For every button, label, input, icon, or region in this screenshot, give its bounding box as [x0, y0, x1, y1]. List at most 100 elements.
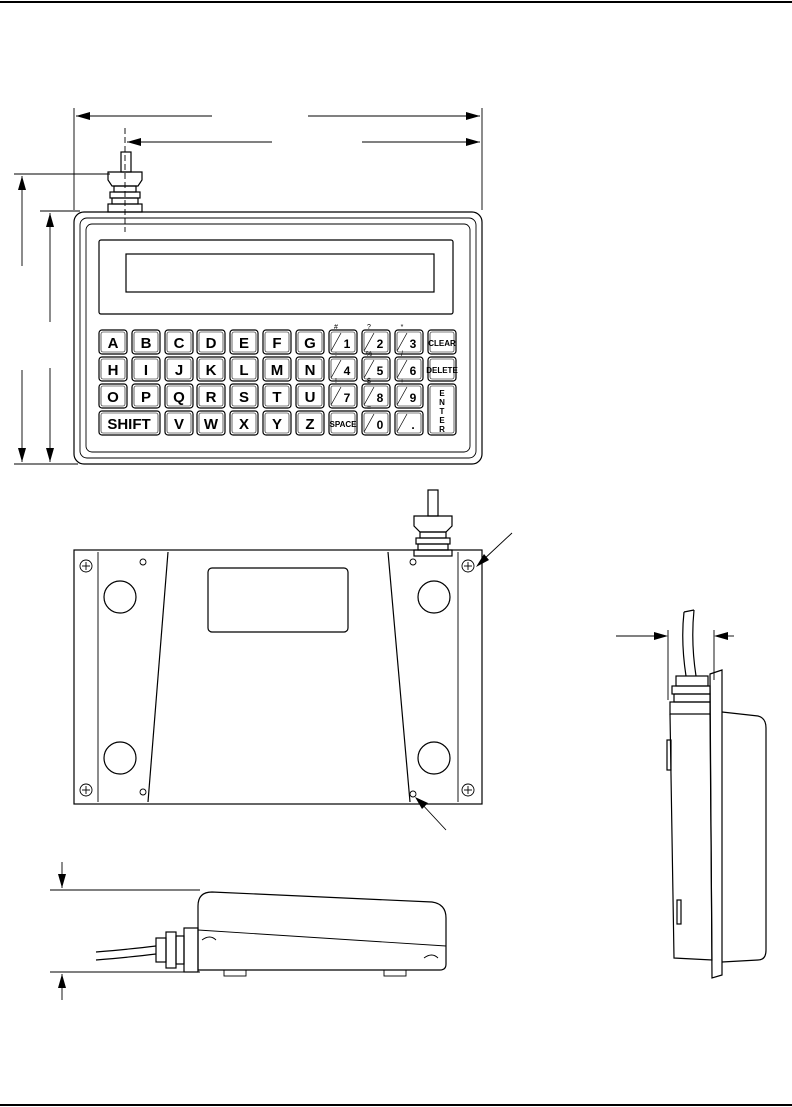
key-sym-2-2: + — [400, 378, 404, 385]
key-num-2-0[interactable] — [328, 383, 358, 409]
key-j[interactable] — [164, 356, 194, 382]
key-y[interactable] — [262, 410, 292, 436]
key-s-inner — [231, 385, 257, 407]
key-label-p: P — [141, 389, 151, 406]
key-q-inner — [166, 385, 192, 407]
key-num-3-1-inner — [363, 412, 389, 434]
key-e[interactable] — [229, 329, 259, 355]
key-num-label-2-0: 7 — [344, 391, 351, 405]
key-num-0-1[interactable] — [361, 329, 391, 355]
key-num-label-0-1: 2 — [377, 337, 384, 351]
key-label-o: O — [107, 389, 119, 406]
key-v[interactable] — [164, 410, 194, 436]
key-num-label-3-1: 0 — [377, 418, 384, 432]
key-o[interactable] — [98, 383, 128, 409]
key-j-inner — [166, 358, 192, 380]
key-num-2-1[interactable] — [361, 383, 391, 409]
key-g[interactable] — [295, 329, 325, 355]
key-label-d: D — [206, 335, 217, 352]
back-cable-gland — [413, 489, 453, 557]
key-label-space: SPACE — [330, 420, 358, 429]
key-p[interactable] — [131, 383, 161, 409]
key-label-enter-2: T — [440, 407, 445, 416]
key-h[interactable] — [98, 356, 128, 382]
key-label-v: V — [174, 416, 184, 433]
side-view — [616, 609, 767, 979]
key-n-inner — [297, 358, 323, 380]
front-bezel — [85, 223, 471, 453]
key-i-inner — [133, 358, 159, 380]
key-sym-0-0: # — [334, 324, 338, 331]
key-m[interactable] — [262, 356, 292, 382]
key-k-inner — [198, 358, 224, 380]
key-label-q: Q — [173, 389, 185, 406]
key-num-3-1[interactable] — [361, 410, 391, 436]
key-clear[interactable] — [427, 329, 457, 355]
key-label-l: L — [239, 362, 248, 379]
key-u[interactable] — [295, 383, 325, 409]
key-num-0-0[interactable] — [328, 329, 358, 355]
key-a[interactable] — [98, 329, 128, 355]
key-l[interactable] — [229, 356, 259, 382]
key-slash-3-1 — [363, 413, 375, 433]
key-sym-1-0: : — [335, 351, 337, 358]
key-label-w: W — [204, 416, 219, 433]
key-label-enter-1: N — [439, 398, 445, 407]
key-space[interactable] — [328, 410, 358, 436]
key-num-1-1-inner — [363, 358, 389, 380]
key-s[interactable] — [229, 383, 259, 409]
key-enter[interactable] — [427, 383, 457, 436]
key-shift[interactable] — [98, 410, 161, 436]
key-o-inner — [100, 385, 126, 407]
key-label-h: H — [108, 362, 119, 379]
key-p-inner — [133, 385, 159, 407]
height-dimension — [14, 173, 110, 465]
key-w[interactable] — [196, 410, 226, 436]
key-num-2-2[interactable] — [394, 383, 424, 409]
key-num-1-0[interactable] — [328, 356, 358, 382]
key-n[interactable] — [295, 356, 325, 382]
key-t[interactable] — [262, 383, 292, 409]
key-b-inner — [133, 331, 159, 353]
key-delete[interactable] — [427, 356, 457, 382]
mounting-screws — [79, 559, 475, 797]
key-label-delete: DELETE — [426, 366, 458, 375]
key-w-inner — [198, 412, 224, 434]
key-label-r: R — [206, 389, 217, 406]
key-r[interactable] — [196, 383, 226, 409]
key-q[interactable] — [164, 383, 194, 409]
key-num-label-3-2: . — [411, 418, 414, 432]
key-num-1-2[interactable] — [394, 356, 424, 382]
key-x[interactable] — [229, 410, 259, 436]
key-sym-2-1: $ — [367, 378, 371, 385]
key-label-a: A — [108, 335, 119, 352]
key-m-inner — [264, 358, 290, 380]
key-i[interactable] — [131, 356, 161, 382]
key-a-inner — [100, 331, 126, 353]
key-label-enter-0: E — [439, 389, 445, 398]
key-label-enter-3: E — [439, 416, 445, 425]
key-sym-3-2: - — [401, 405, 404, 412]
key-shift-inner — [100, 412, 159, 434]
key-f-inner — [264, 331, 290, 353]
key-label-m: M — [271, 362, 284, 379]
key-f[interactable] — [262, 329, 292, 355]
key-v-inner — [166, 412, 192, 434]
key-sym-3-1: = — [367, 405, 371, 412]
key-label-clear: CLEAR — [428, 339, 456, 348]
key-b[interactable] — [131, 329, 161, 355]
front-cable-gland — [107, 151, 143, 213]
back-housing — [73, 549, 483, 805]
key-sym-2-0: ! — [335, 378, 337, 385]
front-housing-inner — [79, 217, 477, 459]
key-slash-1-2 — [396, 359, 408, 379]
key-slash-3-2 — [396, 413, 408, 433]
key-num-3-2[interactable] — [394, 410, 424, 436]
key-k[interactable] — [196, 356, 226, 382]
key-num-1-1[interactable] — [361, 356, 391, 382]
key-num-label-0-2: 3 — [410, 337, 417, 351]
key-num-0-2[interactable] — [394, 329, 424, 355]
key-c[interactable] — [164, 329, 194, 355]
key-z[interactable] — [295, 410, 325, 436]
key-d[interactable] — [196, 329, 226, 355]
